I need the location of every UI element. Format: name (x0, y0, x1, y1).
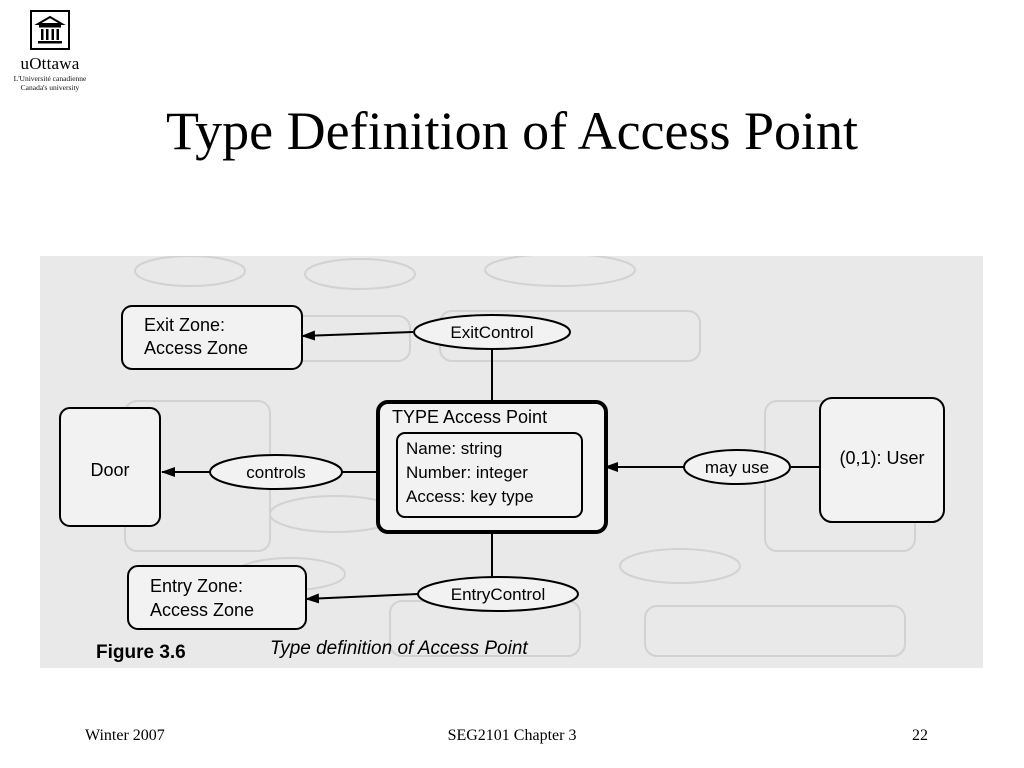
exit-zone-label: Exit Zone: (144, 315, 225, 335)
may-use-label: may use (705, 458, 769, 477)
footer-page-number: 22 (912, 727, 928, 744)
footer-course: SEG2101 Chapter 3 (447, 727, 577, 744)
logo-brand: uOttawa (20, 54, 80, 73)
door-box: Door (59, 407, 161, 527)
user-label: (0,1): User (839, 448, 924, 468)
entry-control-relation: EntryControl (417, 576, 579, 612)
exit-control-label: ExitControl (450, 323, 533, 342)
exit-zone-type: Access Zone (144, 338, 248, 358)
entry-zone-box: Entry Zone: Access Zone (127, 565, 307, 630)
connector-lines (161, 330, 820, 604)
entry-zone-label: Entry Zone: (150, 576, 243, 596)
user-box: (0,1): User (819, 397, 945, 523)
entry-control-label: EntryControl (451, 585, 545, 604)
footer-date: Winter 2007 (85, 727, 165, 744)
attr-name: Name: string (406, 439, 502, 458)
slide-title: Type Definition of Access Point (165, 101, 859, 161)
figure-photo: Exit Zone: Access Zone ExitControl Door … (40, 256, 983, 668)
controls-label: controls (246, 463, 306, 482)
attr-access: Access: key type (406, 487, 534, 506)
type-access-point-box: TYPE Access Point Name: string Number: i… (376, 400, 608, 534)
logo-tagline-en: Canada's university (20, 83, 80, 92)
logo-tagline-fr: L'Université canadienne (13, 74, 87, 83)
building-icon (30, 10, 70, 50)
exit-control-relation: ExitControl (413, 314, 571, 350)
entry-zone-type: Access Zone (150, 600, 254, 620)
university-logo: uOttawa L'Université canadienne Canada's… (8, 10, 92, 92)
figure-caption-text: Type definition of Access Point (270, 638, 528, 659)
exit-zone-box: Exit Zone: Access Zone (121, 305, 303, 370)
door-label: Door (90, 460, 129, 480)
may-use-relation: may use (683, 449, 791, 485)
attr-number: Number: integer (406, 463, 528, 482)
type-title: TYPE Access Point (392, 407, 547, 427)
attributes-box (396, 432, 583, 518)
figure-caption-label: Figure 3.6 (96, 642, 186, 663)
controls-relation: controls (209, 454, 343, 490)
